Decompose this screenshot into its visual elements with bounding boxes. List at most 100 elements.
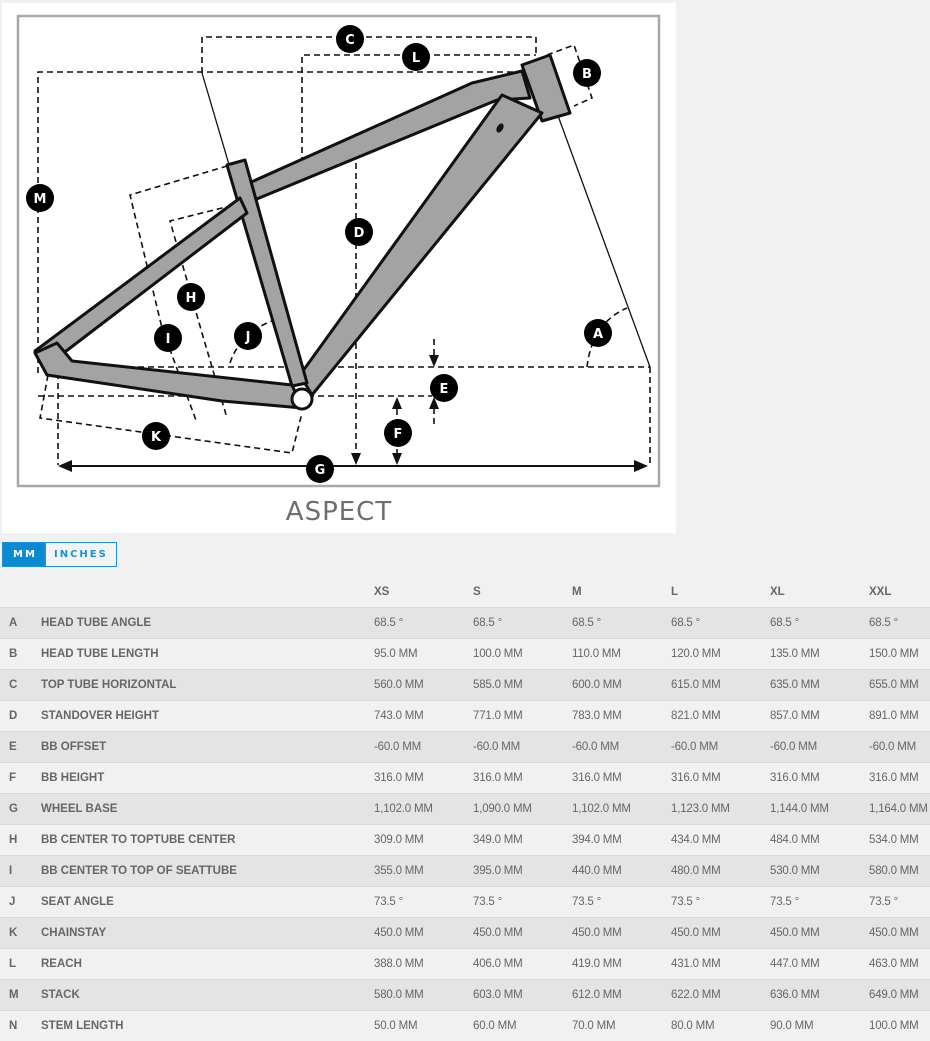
cell-value-xl: 68.5 °	[770, 608, 869, 639]
svg-text:F: F	[394, 427, 403, 442]
cell-value-s: 603.0 MM	[473, 980, 572, 1011]
cell-value-xxl: 68.5 °	[869, 608, 930, 639]
cell-value-xl: 447.0 MM	[770, 949, 869, 980]
cell-value-xs: 1,102.0 MM	[374, 794, 473, 825]
cell-value-m: 612.0 MM	[572, 980, 671, 1011]
row-label: SEAT ANGLE	[41, 887, 374, 918]
cell-value-l: 615.0 MM	[671, 670, 770, 701]
cell-value-s: 316.0 MM	[473, 763, 572, 794]
cell-value-s: 585.0 MM	[473, 670, 572, 701]
cell-value-xs: 743.0 MM	[374, 701, 473, 732]
cell-value-xs: 316.0 MM	[374, 763, 473, 794]
row-letter: K	[0, 918, 41, 949]
svg-text:G: G	[315, 463, 326, 478]
row-letter: A	[0, 608, 41, 639]
svg-text:D: D	[354, 226, 365, 241]
header-size-l: L	[671, 575, 770, 608]
row-label: CHAINSTAY	[41, 918, 374, 949]
cell-value-xxl: 100.0 MM	[869, 1011, 930, 1041]
row-label: HEAD TUBE ANGLE	[41, 608, 374, 639]
cell-value-m: 73.5 °	[572, 887, 671, 918]
callout-k: K	[142, 422, 170, 450]
bike-frame-geometry-diagram: C L B M D H I J A E F K G	[2, 3, 676, 533]
svg-text:K: K	[151, 430, 162, 445]
row-letter: C	[0, 670, 41, 701]
cell-value-s: 1,090.0 MM	[473, 794, 572, 825]
callout-l: L	[402, 43, 430, 71]
callout-j: J	[234, 322, 262, 350]
mm-unit-button[interactable]: MM	[3, 543, 44, 566]
cell-value-xl: 90.0 MM	[770, 1011, 869, 1041]
cell-value-l: 434.0 MM	[671, 825, 770, 856]
row-letter: H	[0, 825, 41, 856]
row-label: WHEEL BASE	[41, 794, 374, 825]
cell-value-m: 783.0 MM	[572, 701, 671, 732]
cell-value-xxl: -60.0 MM	[869, 732, 930, 763]
cell-value-xxl: 316.0 MM	[869, 763, 930, 794]
cell-value-l: 68.5 °	[671, 608, 770, 639]
row-letter: J	[0, 887, 41, 918]
svg-text:C: C	[345, 33, 355, 48]
cell-value-xs: 560.0 MM	[374, 670, 473, 701]
cell-value-m: 68.5 °	[572, 608, 671, 639]
cell-value-m: 1,102.0 MM	[572, 794, 671, 825]
cell-value-s: 73.5 °	[473, 887, 572, 918]
cell-value-m: 316.0 MM	[572, 763, 671, 794]
row-letter: I	[0, 856, 41, 887]
cell-value-s: 406.0 MM	[473, 949, 572, 980]
cell-value-xs: 450.0 MM	[374, 918, 473, 949]
callout-c: C	[336, 25, 364, 53]
cell-value-s: 771.0 MM	[473, 701, 572, 732]
cell-value-xl: 1,144.0 MM	[770, 794, 869, 825]
cell-value-s: 68.5 °	[473, 608, 572, 639]
cell-value-s: -60.0 MM	[473, 732, 572, 763]
inches-unit-button[interactable]: INCHES	[44, 543, 116, 566]
row-label: STANDOVER HEIGHT	[41, 701, 374, 732]
cell-value-m: 394.0 MM	[572, 825, 671, 856]
header-size-xl: XL	[770, 575, 869, 608]
cell-value-xs: 580.0 MM	[374, 980, 473, 1011]
cell-value-s: 450.0 MM	[473, 918, 572, 949]
cell-value-xl: 530.0 MM	[770, 856, 869, 887]
cell-value-xs: 388.0 MM	[374, 949, 473, 980]
cell-value-l: 316.0 MM	[671, 763, 770, 794]
cell-value-xxl: 150.0 MM	[869, 639, 930, 670]
cell-value-xxl: 580.0 MM	[869, 856, 930, 887]
cell-value-m: -60.0 MM	[572, 732, 671, 763]
model-name-caption: ASPECT	[2, 497, 676, 527]
callout-h: H	[177, 283, 205, 311]
cell-value-xxl: 534.0 MM	[869, 825, 930, 856]
svg-text:I: I	[166, 332, 171, 347]
header-size-xs: XS	[374, 575, 473, 608]
cell-value-m: 419.0 MM	[572, 949, 671, 980]
header-label	[41, 575, 374, 608]
row-label: BB CENTER TO TOPTUBE CENTER	[41, 825, 374, 856]
callout-a: A	[584, 319, 612, 347]
row-label: BB CENTER TO TOP OF SEATTUBE	[41, 856, 374, 887]
callout-e: E	[430, 374, 458, 402]
svg-text:B: B	[582, 67, 592, 82]
callout-i: I	[154, 324, 182, 352]
svg-text:L: L	[412, 51, 420, 66]
svg-text:M: M	[34, 192, 47, 207]
cell-value-m: 450.0 MM	[572, 918, 671, 949]
cell-value-xs: -60.0 MM	[374, 732, 473, 763]
cell-value-xs: 50.0 MM	[374, 1011, 473, 1041]
cell-value-xl: 484.0 MM	[770, 825, 869, 856]
cell-value-xxl: 649.0 MM	[869, 980, 930, 1011]
cell-value-s: 395.0 MM	[473, 856, 572, 887]
cell-value-xs: 95.0 MM	[374, 639, 473, 670]
cell-value-xl: 316.0 MM	[770, 763, 869, 794]
